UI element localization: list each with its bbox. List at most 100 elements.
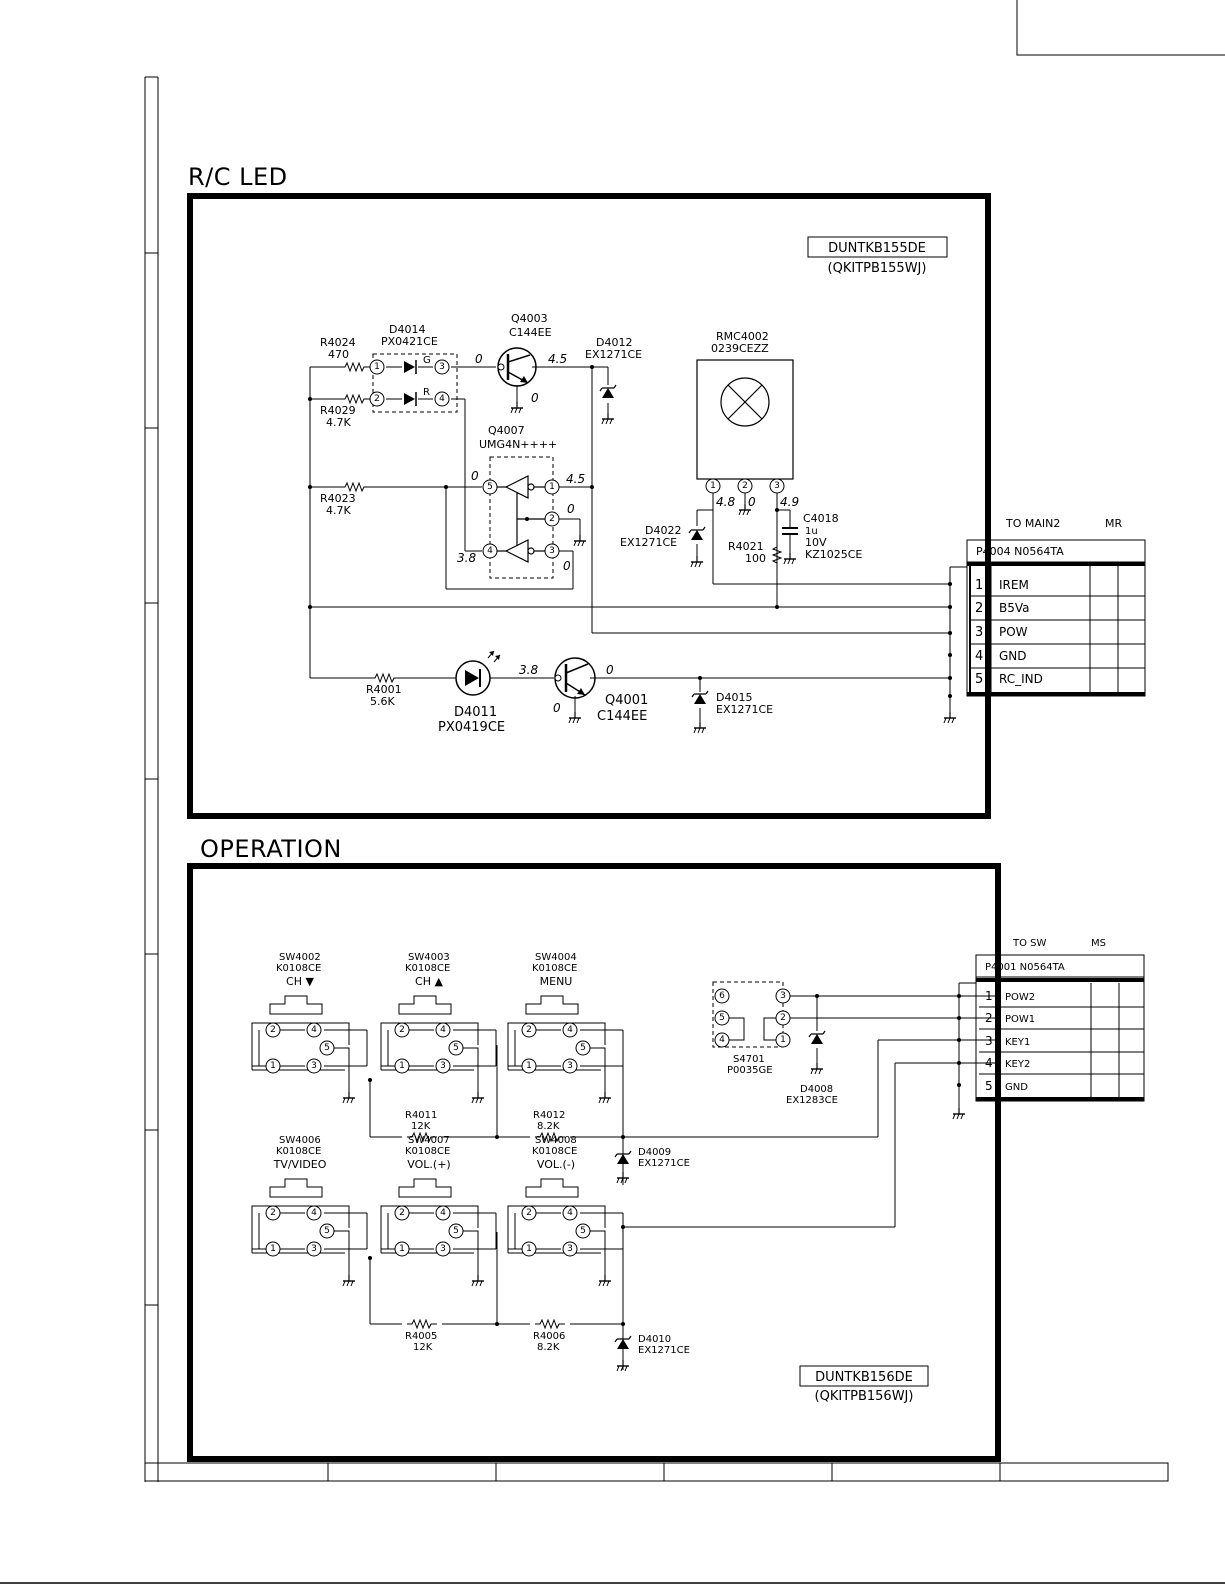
d4011-led: [455, 650, 501, 696]
switch-pin-1: [265, 1058, 281, 1074]
switch-actuator: [398, 995, 452, 1015]
s4701-contacts: [729, 1017, 776, 1041]
switch-part: K0108CE: [532, 1146, 577, 1157]
d4014-ref: D4014: [389, 323, 425, 336]
p4004-pin2-name: B5Va: [999, 601, 1030, 615]
operation-title: OPERATION: [200, 835, 342, 863]
c4018-cap: 1u: [805, 526, 818, 537]
p4004-pin4-name: GND: [999, 649, 1027, 663]
q4001-ref: Q4001: [605, 693, 648, 708]
switch-actuator: [525, 995, 579, 1015]
s4701-part: P0035GE: [727, 1065, 773, 1076]
q4001-part: C144EE: [597, 709, 647, 724]
d4022-zener: [688, 526, 706, 541]
svg-text:3: 3: [549, 546, 555, 556]
switch-part: K0108CE: [276, 1146, 321, 1157]
switch-pin-2: [394, 1022, 410, 1038]
rmc-pin3-voltage: 4.9: [780, 495, 799, 509]
switch-label: CH ▼: [286, 975, 314, 988]
switch-body: [251, 1022, 350, 1070]
q4007-buffers: [497, 475, 545, 563]
switch-pin-5: [319, 1040, 335, 1056]
q4001-base-voltage: 3.8: [519, 663, 538, 677]
c4018-ref: C4018: [803, 512, 839, 525]
r4001-ref: R4001: [366, 683, 402, 696]
q4003-ref: Q4003: [511, 312, 548, 325]
d4014-g-diode: [404, 361, 415, 373]
d4014-pin4: [434, 391, 450, 407]
q4001-col-voltage: 0: [606, 663, 614, 677]
p4001-pin1-num: 1: [985, 989, 993, 1003]
switch-ref: SW4006: [279, 1135, 321, 1146]
p4001-pin1-name: POW2: [1005, 992, 1035, 1003]
q4007-pin2-voltage: 0: [567, 502, 575, 516]
svg-text:2: 2: [526, 1025, 532, 1035]
switch-part: K0108CE: [532, 963, 577, 974]
q4007-part: UMG4N++++: [479, 438, 557, 451]
svg-text:3: 3: [440, 1244, 446, 1254]
svg-text:5: 5: [580, 1043, 586, 1053]
q4001-emit-voltage: 0: [553, 701, 561, 715]
svg-text:1: 1: [780, 1035, 786, 1045]
c4018-part: KZ1025CE: [805, 548, 862, 561]
d4010-ref: D4010: [638, 1334, 671, 1345]
p4001-pin5-num: 5: [985, 1079, 993, 1093]
svg-text:3: 3: [567, 1061, 573, 1071]
rmc-pin1-voltage: 4.8: [716, 495, 735, 509]
d4010-part: EX1271CE: [638, 1345, 690, 1356]
switch-actuator: [525, 1178, 579, 1198]
switch-pin-4: [562, 1205, 578, 1221]
svg-text:6: 6: [719, 991, 725, 1001]
q4007-out-voltage: 4.5: [566, 472, 585, 486]
operation-board-frame: [187, 863, 1001, 1462]
svg-text:5: 5: [324, 1043, 330, 1053]
q4007-ref: Q4007: [488, 424, 525, 437]
q4003-col-voltage: 4.5: [548, 352, 567, 366]
svg-text:4: 4: [567, 1025, 573, 1035]
switch-part: K0108CE: [405, 1146, 450, 1157]
svg-text:4: 4: [487, 546, 493, 556]
svg-text:5: 5: [453, 1226, 459, 1236]
rc-board-id-box: [807, 236, 948, 258]
p4004-pin1-name: IREM: [999, 578, 1029, 592]
q4003-base-voltage: 0: [475, 352, 483, 366]
p4001-pin2-num: 2: [985, 1011, 993, 1025]
d4012-part: EX1271CE: [585, 348, 642, 361]
to-main2-label: TO MAIN2: [1005, 517, 1060, 530]
r4021-ref: R4021: [728, 540, 764, 553]
switch-pin-1: [521, 1058, 537, 1074]
switch-body: [507, 1205, 606, 1253]
r4029-ref: R4029: [320, 404, 356, 417]
switch-pin-2: [521, 1022, 537, 1038]
q4001-transistor: [554, 657, 596, 699]
d4012-ref: D4012: [596, 336, 632, 349]
p4004-pin5-num: 5: [975, 672, 983, 687]
p4004-pin2-num: 2: [975, 601, 983, 616]
r4005-ref: R4005: [405, 1331, 437, 1342]
d4008-part: EX1283CE: [786, 1095, 838, 1106]
svg-text:2: 2: [526, 1208, 532, 1218]
switch-pin-3: [306, 1058, 322, 1074]
p4001-pin4-num: 4: [985, 1056, 993, 1070]
svg-text:1: 1: [526, 1244, 532, 1254]
d4015-part: EX1271CE: [716, 703, 773, 716]
svg-text:5: 5: [580, 1226, 586, 1236]
r4024-ref: R4024: [320, 336, 356, 349]
rc-led-title: R/C LED: [188, 163, 288, 191]
svg-text:4: 4: [719, 1035, 725, 1045]
d4015-ref: D4015: [716, 691, 752, 704]
d4012-zener: [599, 384, 617, 399]
d4009-ref: D4009: [638, 1147, 671, 1158]
svg-text:1: 1: [399, 1061, 405, 1071]
r4029-resistor: [339, 394, 371, 404]
d4014-package: [372, 353, 458, 413]
r4023-value: 4.7K: [326, 504, 351, 517]
svg-text:2: 2: [399, 1025, 405, 1035]
svg-text:1: 1: [399, 1244, 405, 1254]
p4004-pin5-name: RC_IND: [999, 672, 1043, 686]
d4014-pin2: [369, 391, 385, 407]
